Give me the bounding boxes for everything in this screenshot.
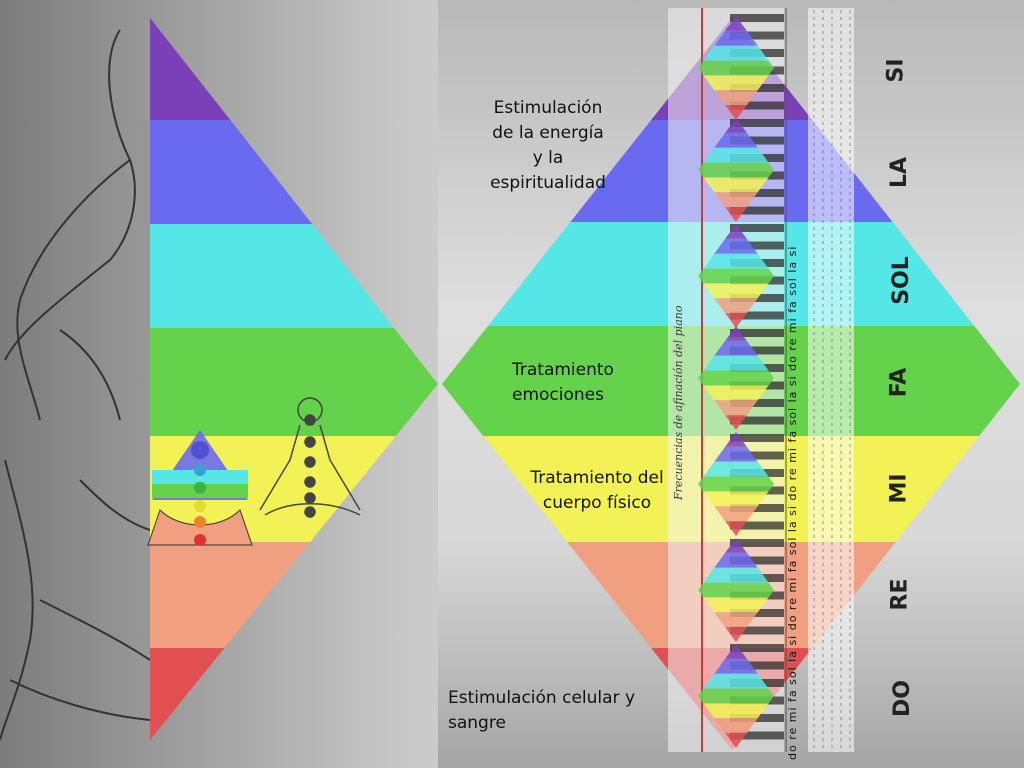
mini-diamond-band bbox=[698, 461, 774, 477]
chakra-figure-outline bbox=[259, 397, 361, 518]
black-key bbox=[730, 556, 784, 565]
black-key bbox=[730, 644, 784, 652]
black-key bbox=[730, 241, 784, 250]
black-key bbox=[730, 311, 784, 320]
note-label-la: LA bbox=[887, 156, 913, 189]
black-key bbox=[730, 136, 784, 145]
black-key bbox=[730, 416, 784, 425]
mini-diamond-band bbox=[698, 253, 774, 269]
note-body: Tratamiento del cuerpo físico bbox=[530, 468, 664, 513]
note-label-re: RE bbox=[887, 578, 913, 611]
mini-diamond-band bbox=[698, 688, 774, 704]
note-label-sol: SOL bbox=[888, 256, 914, 305]
chakra-figure-small bbox=[147, 430, 253, 546]
mini-diamond-band bbox=[698, 45, 774, 61]
note-emotions: Tratamiento emociones bbox=[512, 360, 614, 405]
note-label-fa: FA bbox=[886, 367, 912, 398]
mini-diamond-band bbox=[698, 567, 774, 583]
mini-diamond-band bbox=[698, 597, 774, 613]
mini-diamond-band bbox=[698, 582, 774, 598]
meditating-figure-sketch bbox=[0, 29, 151, 741]
black-key bbox=[730, 731, 784, 740]
black-key bbox=[730, 224, 784, 232]
mini-diamond-band bbox=[698, 60, 774, 76]
note-cells: Estimulación celular y sangre bbox=[448, 688, 636, 733]
black-key bbox=[730, 206, 784, 215]
piano-solfege-strip: do re mi fa sol la si do re mi fa sol la… bbox=[786, 245, 799, 760]
note-label-mi: MI bbox=[886, 473, 912, 504]
black-key bbox=[730, 434, 784, 442]
black-key bbox=[730, 504, 784, 512]
black-key bbox=[730, 626, 784, 635]
mini-diamond-band bbox=[698, 147, 774, 163]
mini-diamond-band bbox=[698, 75, 774, 91]
mini-diamond-band bbox=[698, 491, 774, 507]
black-key bbox=[730, 119, 784, 127]
mini-diamond-band bbox=[698, 370, 774, 386]
black-key bbox=[730, 346, 784, 355]
mini-diamond-band bbox=[698, 177, 774, 193]
black-key bbox=[730, 661, 784, 670]
mini-diamond-band bbox=[698, 283, 774, 299]
mini-diamond-band bbox=[698, 385, 774, 401]
frequency-table bbox=[808, 8, 854, 752]
black-key bbox=[730, 329, 784, 337]
mini-diamond-band bbox=[698, 476, 774, 492]
note-label-do: DO bbox=[889, 680, 915, 717]
note-label-si: SI bbox=[883, 58, 909, 83]
note-energy: Estimulación de la energía y la espiritu… bbox=[490, 98, 606, 193]
black-key bbox=[730, 14, 784, 22]
mini-diamond-band bbox=[698, 355, 774, 371]
black-key bbox=[730, 451, 784, 460]
black-key bbox=[730, 521, 784, 530]
black-key bbox=[730, 399, 784, 407]
black-key bbox=[730, 31, 784, 40]
mini-diamond-band bbox=[698, 268, 774, 284]
left-triangle bbox=[150, 18, 438, 740]
black-key bbox=[730, 101, 784, 110]
mini-diamond-band bbox=[698, 673, 774, 689]
black-key bbox=[730, 539, 784, 547]
table-caption: Frecuencias de afinación del piano bbox=[672, 305, 685, 500]
mini-diamond-band bbox=[698, 703, 774, 719]
mini-diamond-band bbox=[698, 162, 774, 178]
